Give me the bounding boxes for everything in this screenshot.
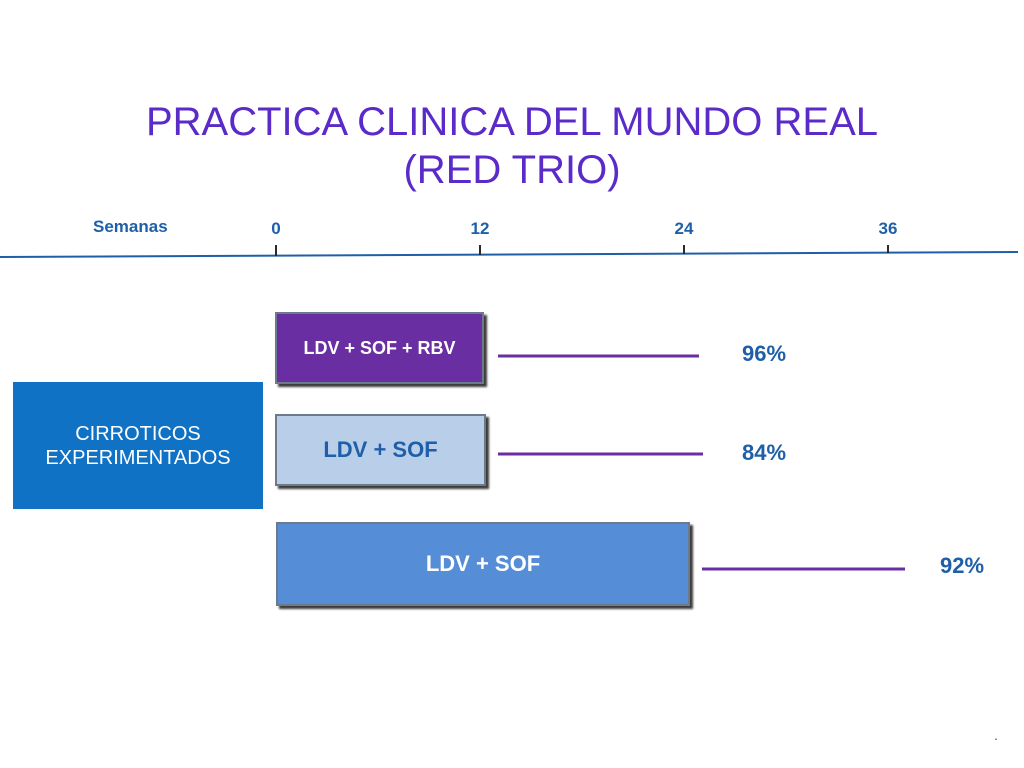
- regimen-bar-ldv-sof-rbv-12w: LDV + SOF + RBV: [275, 312, 484, 384]
- group-label-line-2: EXPERIMENTADOS: [45, 446, 231, 469]
- title-line-1: PRACTICA CLINICA DEL MUNDO REAL: [145, 100, 878, 144]
- group-label-line-1: CIRROTICOS: [75, 422, 201, 445]
- timeline-axis: [0, 251, 1019, 258]
- tick-label-0: 0: [271, 219, 281, 238]
- result-percent-3: 92%: [940, 553, 985, 578]
- tick-label-36: 36: [878, 219, 898, 238]
- regimen-bar-ldv-sof-12w: LDV + SOF: [275, 414, 486, 486]
- regimen-bar-ldv-sof-24w: LDV + SOF: [276, 522, 690, 606]
- axis-label: Semanas: [93, 217, 168, 236]
- patient-group-box: CIRROTICOS EXPERIMENTADOS: [13, 382, 263, 509]
- footer-mark: .: [994, 727, 998, 743]
- result-percent-2: 84%: [742, 440, 787, 465]
- tick-label-12: 12: [470, 219, 490, 238]
- title-line-2: (RED TRIO): [403, 148, 621, 192]
- result-percent-1: 96%: [742, 341, 787, 366]
- tick-label-24: 24: [674, 219, 694, 238]
